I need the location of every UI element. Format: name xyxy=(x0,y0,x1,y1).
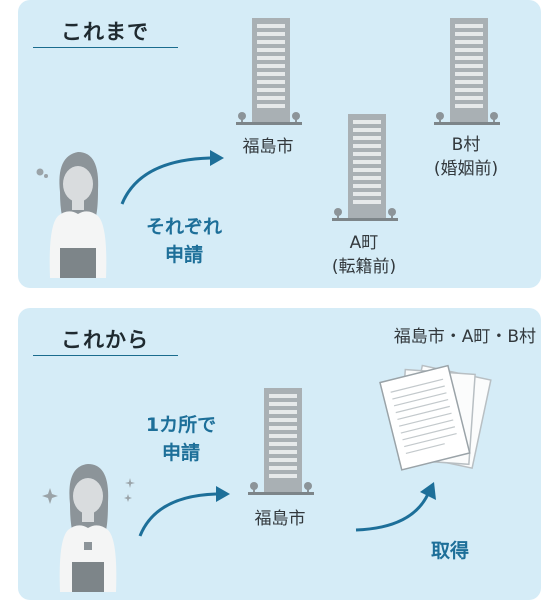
building-a-label-2: (転籍前) xyxy=(331,257,397,277)
after-heading: これから xyxy=(61,328,149,352)
building-a-label-1: A町 xyxy=(349,233,379,253)
building-icon xyxy=(332,114,398,221)
documents-icon xyxy=(379,364,492,471)
person-illustration xyxy=(42,464,135,592)
building-icon xyxy=(236,18,302,125)
building-b-label-2: (婚姻前) xyxy=(433,159,499,179)
after-arrow-label-1: 1カ所で xyxy=(145,414,217,436)
apply-arrow-icon xyxy=(138,486,230,537)
obtain-label: 取得 xyxy=(430,540,469,562)
building-fukushima-label: 福島市 xyxy=(242,137,294,157)
municipalities-label: 福島市・A町・B村 xyxy=(393,327,536,347)
obtain-arrow-icon xyxy=(355,482,436,532)
person-illustration xyxy=(36,152,107,278)
after-heading-underline: これから xyxy=(33,323,178,356)
apply-arrow-icon xyxy=(120,150,224,205)
before-heading: これまで xyxy=(61,20,149,44)
building-icon xyxy=(434,18,500,125)
before-arrow-label-2: 申請 xyxy=(164,244,203,266)
before-panel: これまで それぞれ 申請 福島市 xyxy=(18,0,541,288)
after-panel: これから 福島市・A町・B村 1カ所で 申請 福島市 xyxy=(18,308,541,600)
before-heading-underline: これまで xyxy=(33,15,178,48)
after-building-fukushima-label: 福島市 xyxy=(254,509,306,529)
building-icon xyxy=(248,388,314,495)
building-b-label-1: B村 xyxy=(451,135,481,155)
after-arrow-label-2: 申請 xyxy=(161,442,200,464)
before-arrow-label-1: それぞれ xyxy=(145,216,222,238)
